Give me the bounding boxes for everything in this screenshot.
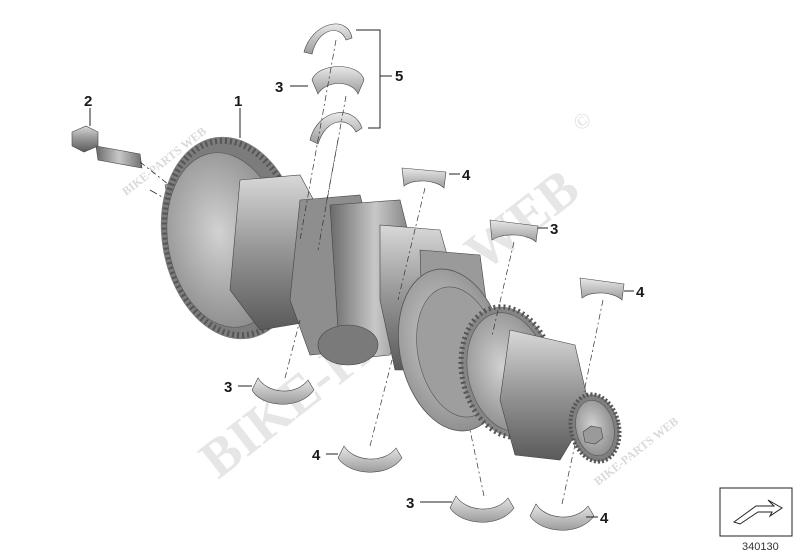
callout-4-top: 4 bbox=[462, 167, 471, 184]
callouts: 1 2 3 5 4 3 4 3 4 3 4 bbox=[84, 68, 645, 527]
callout-5: 5 bbox=[395, 68, 403, 85]
callout-4-bottom-right: 4 bbox=[600, 510, 609, 527]
callout-3-bottom: 3 bbox=[406, 495, 414, 512]
callout-3-right: 3 bbox=[550, 221, 558, 238]
watermark-copyright: © bbox=[568, 106, 596, 136]
bearing-shells bbox=[251, 167, 625, 531]
bearing-set-thrust bbox=[299, 23, 392, 251]
callout-4-bottom-left: 4 bbox=[312, 447, 321, 464]
callout-2: 2 bbox=[84, 93, 92, 110]
crankshaft bbox=[149, 136, 622, 464]
orientation-arrow-icon bbox=[719, 487, 793, 537]
callout-4-right: 4 bbox=[636, 284, 645, 301]
callout-1: 1 bbox=[234, 93, 242, 110]
callout-3-top: 3 bbox=[275, 79, 283, 96]
leader-lines bbox=[89, 85, 634, 518]
bolt bbox=[71, 125, 169, 185]
callout-3-bottom-left: 3 bbox=[224, 379, 232, 396]
diagram-number: 340130 bbox=[742, 541, 779, 553]
